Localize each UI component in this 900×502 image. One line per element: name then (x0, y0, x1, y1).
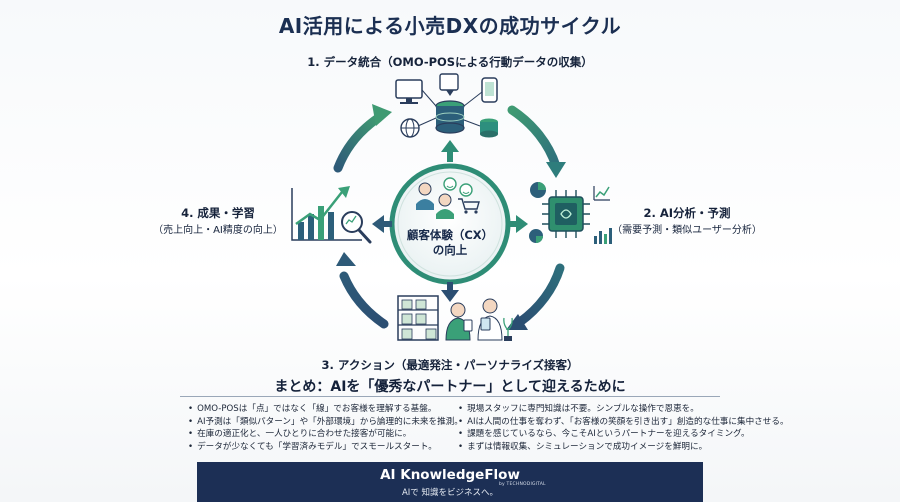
cx-label: 顧客体験（CX） の向上 (400, 228, 500, 258)
footer-tagline: AIで 知識をビジネスへ。 (401, 488, 499, 498)
pie-chart-icon (530, 182, 546, 198)
inner-arrow-left (372, 215, 392, 233)
step-4-title: 4. 成果・学習 (181, 206, 255, 220)
inner-arrow-down (441, 282, 459, 302)
summary-list-right: 現場スタッフに専門知識は不要。シンプルな操作で恩恵を。 AIは人間の仕事を奪わず… (458, 403, 789, 454)
warehouse-shelf-icon (397, 295, 439, 341)
customers-icon (416, 182, 454, 219)
cx-label-line1: 顧客体験（CX） (406, 228, 494, 242)
step-3-label: 3. アクション（最適発注・パーソナライズ接客） (250, 357, 650, 373)
summary-item: AIは人間の仕事を奪わず、「お客様の笑顔を引き出す」創造的な仕事に集中させる。 (458, 416, 788, 429)
customer-person-icon (477, 298, 503, 341)
globe-icon (400, 118, 420, 138)
database-icon (435, 100, 465, 134)
line-chart-icon (593, 186, 610, 201)
cycle-arrow-top-left (333, 104, 392, 173)
cycle-arrow-bottom-right (506, 263, 565, 330)
ai-brain-chip-icon (542, 190, 590, 238)
shopping-cart-icon (458, 198, 480, 214)
summary-heading: まとめ：AIを「優秀なパートナー」として迎えるために (274, 379, 626, 395)
magnifier-icon (341, 211, 372, 244)
growth-bar-chart-icon (291, 186, 362, 241)
summary-item: OMO-POSは「点」ではなく「線」でお客様を理解する基盤。 (188, 403, 463, 416)
inner-arrow-right (508, 215, 528, 233)
summary-list-left: OMO-POSは「点」ではなく「線」でお客様を理解する基盤。 AI予測は「類似パ… (188, 403, 463, 453)
step-4-label: 4. 成果・学習 （売上向上・AI精度の向上） (148, 205, 288, 236)
step-3-title: 3. アクション（最適発注・パーソナライズ接客） (321, 358, 579, 372)
summary-item: データが少なくても「学習済みモデル」でスモールスタート。 (188, 441, 463, 454)
tablet-icon (439, 73, 459, 96)
summary-item: まずは情報収集、シミュレーションで成功イメージを鮮明に。 (458, 441, 789, 454)
cycle-arrow-bottom-left (336, 252, 389, 329)
step-1-title: 1. データ統合（OMO-POSによる行動データの収集） (307, 55, 593, 69)
step-2-label: 2. AI分析・予測 （需要予測・類似ユーザー分析） (612, 205, 762, 236)
step-4-subtitle: （売上向上・AI精度の向上） (153, 225, 283, 236)
coins-stack-icon (480, 118, 498, 138)
footer-byline: by TECHNODIGITAL (499, 482, 546, 487)
bar-chart-icon (594, 228, 612, 244)
step-2-title: 2. AI分析・予測 (643, 206, 731, 220)
cycle-arrow-top-right (507, 105, 566, 178)
summary-item: 在庫の適正化と、一人ひとりに合わせた接客が可能に。 (188, 428, 463, 441)
smiley-icon (443, 177, 473, 197)
summary-item: 課題を感じているなら、今こそAIというパートナーを迎えるタイミング。 (458, 428, 789, 441)
inner-arrow-up (441, 140, 459, 162)
cx-label-line2: の向上 (432, 243, 468, 257)
footer-brand: AI KnowledgeFlow (380, 467, 520, 483)
monitor-icon (395, 79, 423, 104)
plant-icon (503, 317, 513, 341)
pie-chart-small-icon (529, 229, 543, 243)
smartphone-icon (481, 77, 498, 103)
summary-item: 現場スタッフに専門知識は不要。シンプルな操作で恩恵を。 (458, 403, 789, 416)
summary-divider (180, 396, 720, 397)
summary-item: AI予測は「類似パターン」や「外部環境」から論理的に未来を推測。 (188, 416, 463, 429)
staff-person-icon (445, 302, 473, 341)
cycle-diagram (291, 73, 612, 341)
footer-banner: AI KnowledgeFlow by TECHNODIGITAL AIで 知識… (197, 462, 703, 502)
step-1-label: 1. データ統合（OMO-POSによる行動データの収集） (250, 54, 650, 70)
step-2-subtitle: （需要予測・類似ユーザー分析） (612, 225, 762, 236)
page-title: AI活用による小売DXの成功サイクル (278, 14, 622, 38)
